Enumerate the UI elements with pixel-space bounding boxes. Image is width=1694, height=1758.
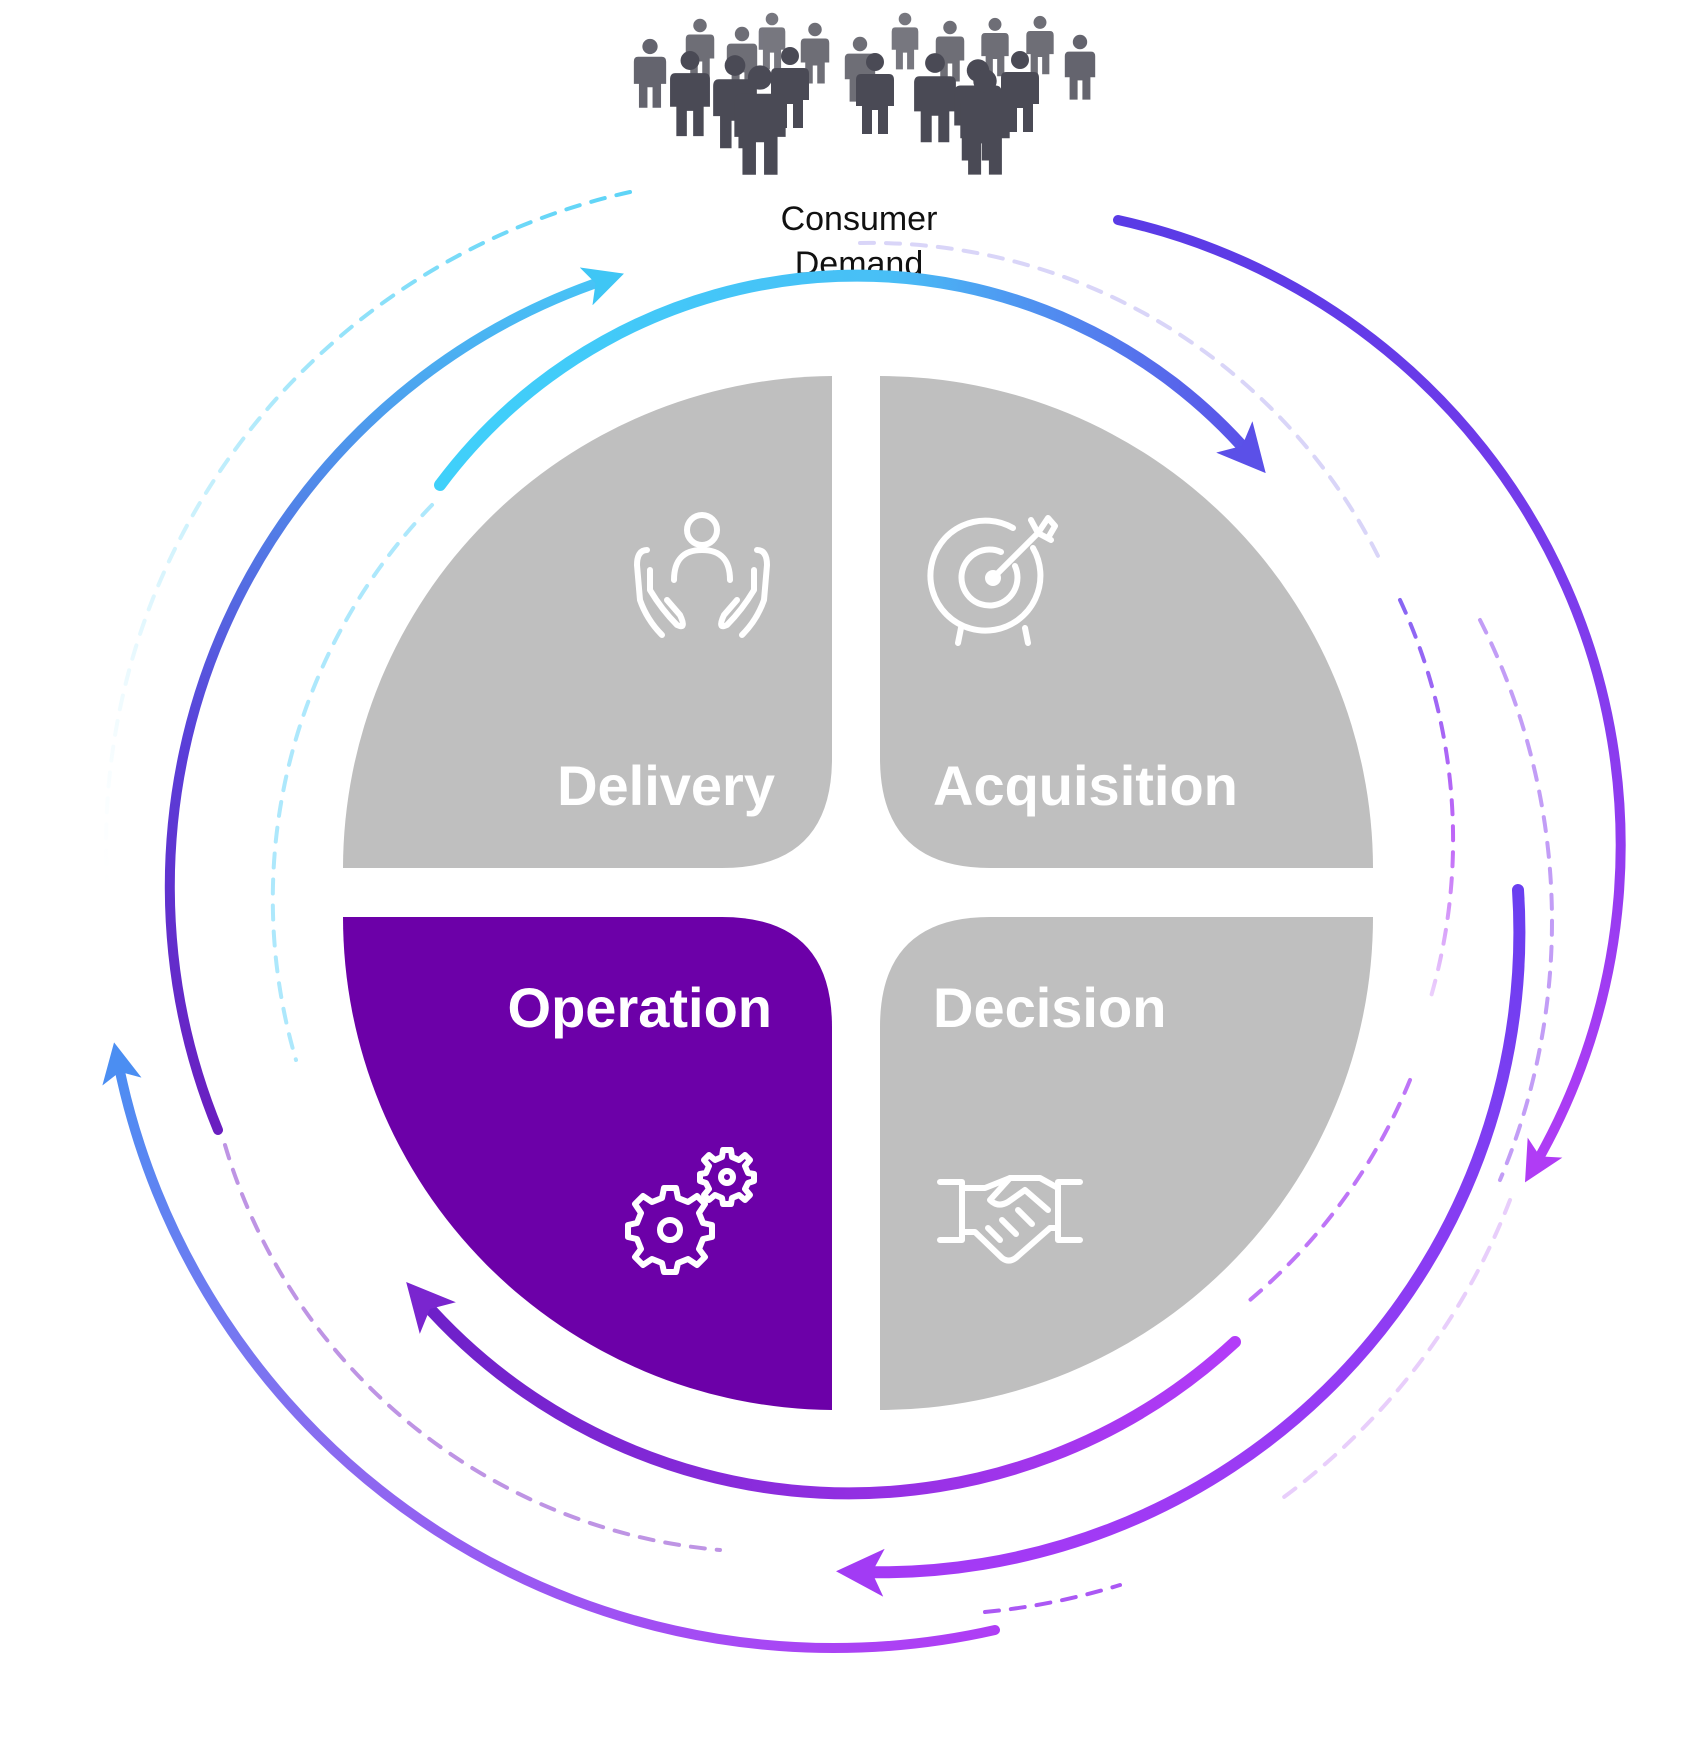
delivery-label: Delivery bbox=[557, 754, 775, 817]
quadrant-operation bbox=[342, 917, 832, 1410]
dashed-guide-rings bbox=[104, 190, 1554, 1614]
gears-icon bbox=[625, 1147, 757, 1275]
operation-label: Operation bbox=[508, 976, 772, 1039]
outer-left-arrow bbox=[164, 267, 624, 1135]
handshake-icon bbox=[937, 1175, 1083, 1264]
inner-right-arrow bbox=[836, 884, 1526, 1597]
consumer-demand-label-line1: Consumer bbox=[781, 200, 938, 238]
outer-bottom-arrow bbox=[102, 1042, 1000, 1654]
decision-label: Decision bbox=[933, 976, 1166, 1039]
hands-person-icon bbox=[634, 512, 770, 638]
acquisition-label: Acquisition bbox=[933, 754, 1238, 817]
inner-top-arrow bbox=[434, 269, 1266, 491]
inner-bottom-arrow bbox=[406, 1281, 1241, 1500]
quadrant-decision bbox=[880, 917, 1373, 1410]
crowd-icon bbox=[633, 12, 1096, 175]
outer-right-arrow bbox=[1113, 215, 1626, 1183]
cycle-arrows bbox=[102, 215, 1626, 1654]
quadrant-acquisition bbox=[880, 376, 1373, 868]
quadrant-delivery bbox=[343, 376, 832, 868]
target-arrow-icon bbox=[927, 515, 1058, 646]
